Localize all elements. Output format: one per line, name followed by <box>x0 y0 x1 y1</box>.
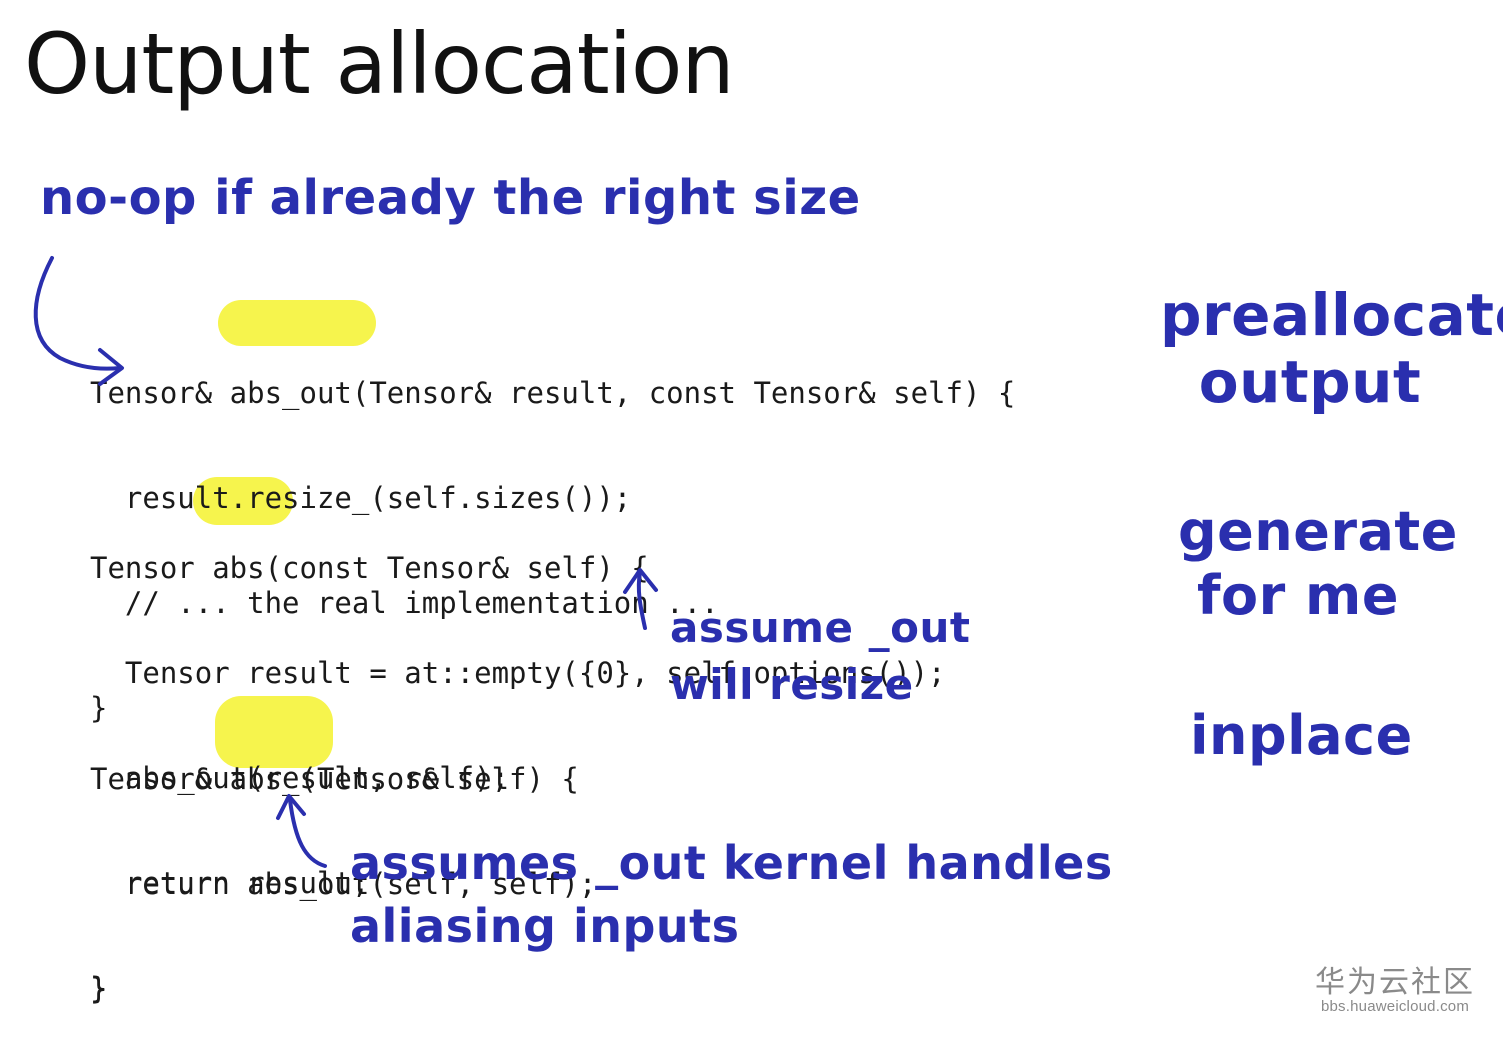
annotation-line: output <box>1198 347 1422 416</box>
code-line: abs_out(result, self); <box>90 761 510 795</box>
code-block-abs: Tensor abs(const Tensor& self) { Tensor … <box>90 481 946 1041</box>
watermark-url: bbs.huaweicloud.com <box>1320 998 1470 1015</box>
annotation-line: aliasing inputs <box>350 899 740 954</box>
code-block-abs-out: Tensor& abs_out(Tensor& result, const Te… <box>90 306 1015 761</box>
code-line: } <box>90 971 108 1005</box>
annotation-line: assume _out <box>670 603 971 652</box>
annotation-generate-for-me: generate for me <box>1178 500 1458 627</box>
annotation-line: generate <box>1178 500 1458 563</box>
annotation-line: preallocated <box>1160 281 1503 349</box>
highlight-abs <box>193 477 293 525</box>
annotation-preallocated-output: preallocated output <box>1160 281 1503 416</box>
annotation-aliasing-inputs: assumes _out kernel handles aliasing inp… <box>350 832 1113 959</box>
annotation-no-op: no-op if already the right size <box>40 170 861 226</box>
code-line: } <box>90 691 108 725</box>
code-line: Tensor& abs_out(Tensor& result, const Te… <box>90 376 1016 410</box>
watermark: 华为云社区 bbs.huaweicloud.com <box>1315 964 1475 1017</box>
code-line: } <box>90 972 108 1006</box>
code-line: // ... the real implementation ... <box>90 586 719 620</box>
annotation-assume-out-resize: assume _out will resize <box>670 600 970 713</box>
code-block-abs-inplace: Tensor& abs_(Tensor& self) { return abs_… <box>90 692 596 1042</box>
code-line: return abs_out(self, self); <box>90 867 597 901</box>
code-line: Tensor result = at::empty({0}, self.opti… <box>90 656 946 690</box>
page-title: Output allocation <box>24 15 735 113</box>
annotation-line: for me <box>1197 563 1399 627</box>
code-line: result.resize_(self.sizes()); <box>90 481 632 515</box>
highlight-abs-inplace <box>215 696 333 768</box>
annotation-line: assumes _out kernel handles <box>350 836 1113 890</box>
annotation-inplace: inplace <box>1190 704 1413 767</box>
highlight-abs-out <box>218 300 376 346</box>
code-line: Tensor& abs_(Tensor& self) { <box>90 762 579 796</box>
annotation-line: will resize <box>670 659 914 709</box>
code-line: return result; <box>90 866 370 900</box>
code-line: Tensor abs(const Tensor& self) { <box>90 551 649 585</box>
watermark-title: 华为云社区 <box>1315 964 1475 1000</box>
